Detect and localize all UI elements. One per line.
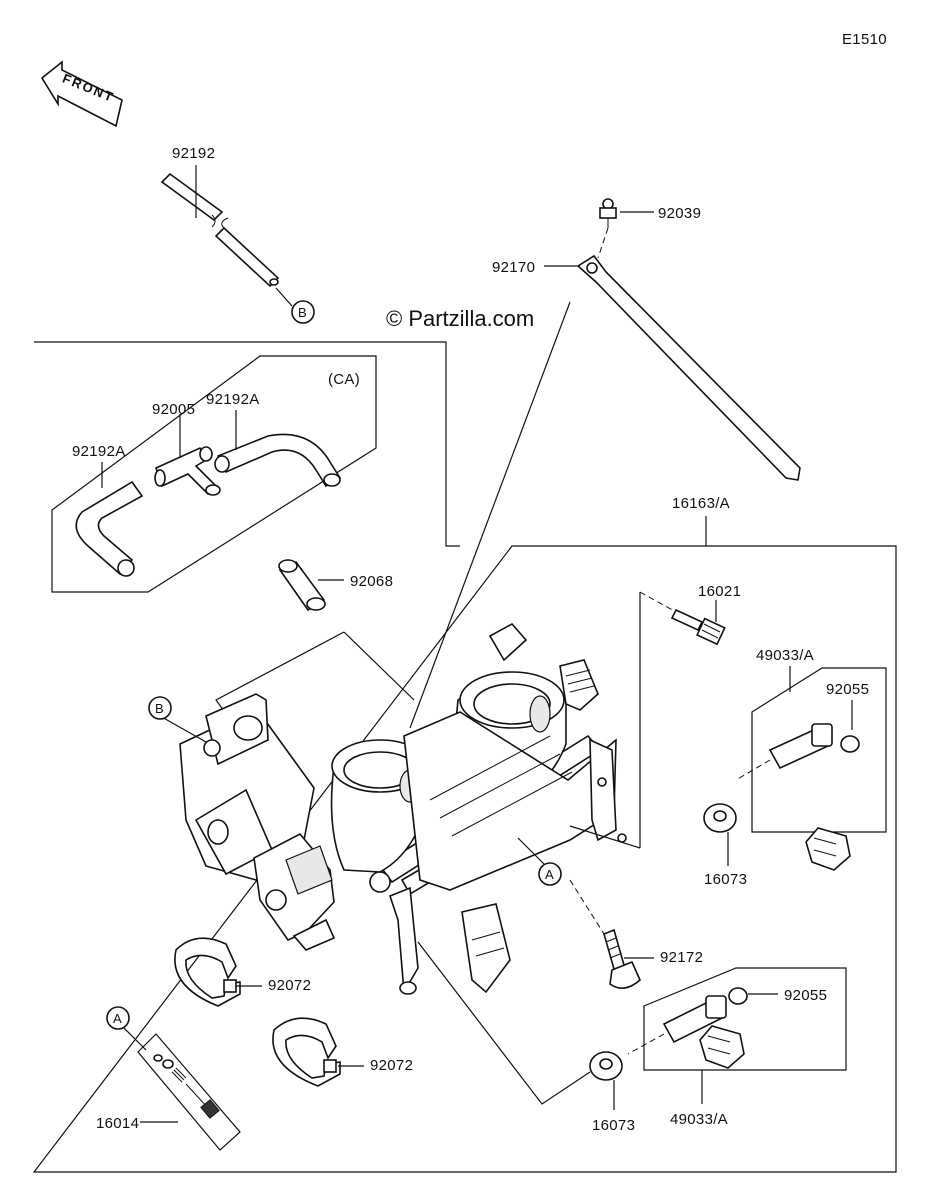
ref-b-hose: B xyxy=(298,305,307,320)
ref-b-body: B xyxy=(155,701,164,716)
callout-16073-bottom: 16073 xyxy=(592,1117,635,1134)
callout-16073-top: 16073 xyxy=(704,871,747,888)
callout-92192a-left: 92192A xyxy=(72,443,126,460)
callout-92170: 92170 xyxy=(492,259,535,276)
injector-top xyxy=(735,723,851,871)
band-92072-bottom xyxy=(272,1017,341,1087)
watermark-text: © Partzilla.com xyxy=(386,306,534,331)
hose-92192a-left xyxy=(75,480,144,577)
callout-92005: 92005 xyxy=(152,401,195,418)
bracket-92170 xyxy=(576,254,801,481)
callout-92192: 92192 xyxy=(172,145,215,162)
cap-92068 xyxy=(278,559,326,612)
ref-a-kit: A xyxy=(113,1011,122,1026)
callout-92055-bottom: 92055 xyxy=(784,987,827,1004)
callout-92172: 92172 xyxy=(660,949,703,966)
front-arrow-icon: FRONT xyxy=(40,60,123,128)
screw-92039 xyxy=(599,198,617,228)
throttle-body xyxy=(179,622,627,995)
callout-49033a-top: 49033/A xyxy=(756,647,814,664)
ca-tag: (CA) xyxy=(328,371,360,388)
callout-16163a: 16163/A xyxy=(672,495,730,512)
callout-92039: 92039 xyxy=(658,205,701,222)
callout-49033a-bottom: 49033/A xyxy=(670,1111,728,1128)
callout-92068: 92068 xyxy=(350,573,393,590)
joint-92005 xyxy=(154,446,221,496)
screw-kit-16014 xyxy=(137,1033,241,1151)
hose-92192a-right xyxy=(214,433,342,488)
callout-92072-bottom: 92072 xyxy=(370,1057,413,1074)
screw-16021 xyxy=(639,591,726,646)
bolt-92172 xyxy=(569,879,641,989)
grommet-16073-top xyxy=(703,803,737,833)
callout-92072-top: 92072 xyxy=(268,977,311,994)
oring-92055-top xyxy=(840,735,860,753)
figure-id: E1510 xyxy=(842,31,887,48)
callout-16014: 16014 xyxy=(96,1115,139,1132)
band-92072-top xyxy=(174,937,241,1007)
injector-bottom xyxy=(627,995,745,1069)
callout-92055-top: 92055 xyxy=(826,681,869,698)
callout-16021: 16021 xyxy=(698,583,741,600)
callout-92192a-right: 92192A xyxy=(206,391,260,408)
ref-a-body: A xyxy=(545,867,554,882)
grommet-16073-bottom xyxy=(589,1051,623,1081)
hose-92192 xyxy=(160,172,280,288)
oring-92055-bottom xyxy=(728,987,748,1005)
watermark: © Partzilla.com xyxy=(386,306,534,331)
